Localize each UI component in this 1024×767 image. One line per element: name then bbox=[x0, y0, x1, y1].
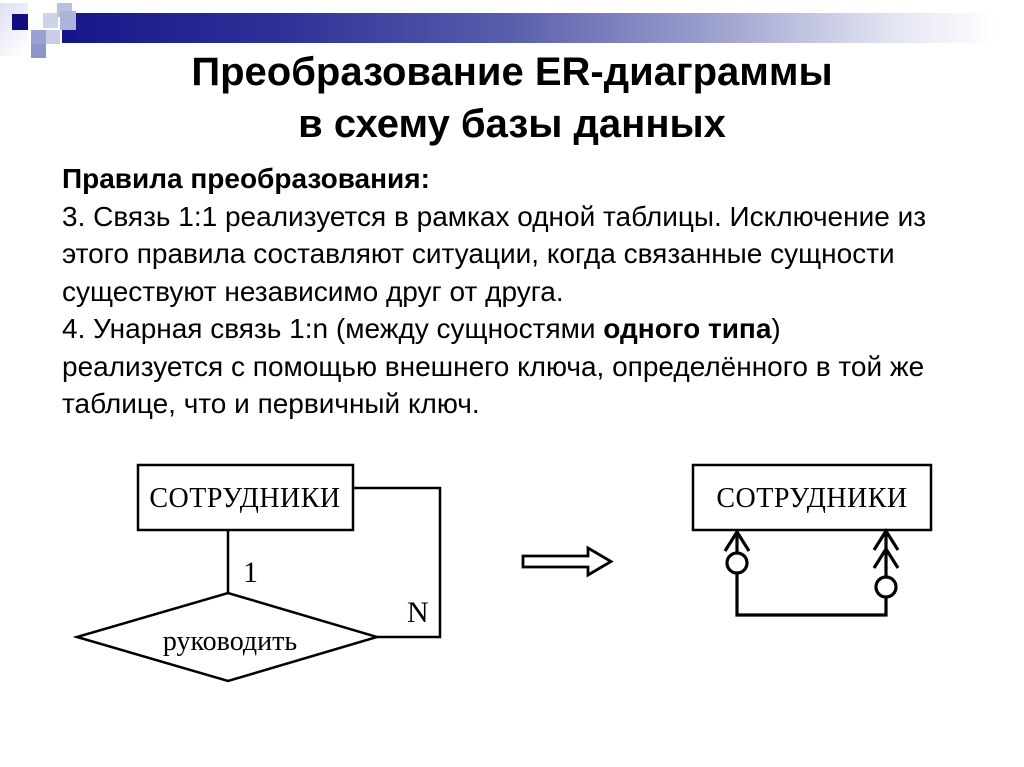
optionality-circle-icon bbox=[725, 551, 749, 575]
rule3-line1: 3. Связь 1:1 реализуется в рамках одной … bbox=[62, 200, 927, 232]
rule4-line3: таблице, что и первичный ключ. bbox=[62, 388, 480, 419]
er-relationship-diamond bbox=[72, 591, 382, 683]
er-entity-label: СОТРУДНИКИ bbox=[149, 483, 340, 514]
rule4-line2: реализуется с помощью внешнего ключа, оп… bbox=[62, 350, 925, 382]
slide-title-line2: в схему базы данных bbox=[298, 102, 726, 146]
schema-diagram: СОТРУДНИКИ bbox=[691, 463, 933, 617]
arrowhead-up-icon bbox=[723, 529, 751, 552]
double-arrowhead-up-icon-1 bbox=[872, 528, 900, 551]
double-arrowhead-up-icon-2 bbox=[872, 546, 900, 569]
transform-arrow-icon bbox=[521, 545, 614, 578]
rule3-line2: этого правила составляют ситуации, когда… bbox=[62, 238, 895, 269]
decor-square-lavender bbox=[43, 13, 58, 28]
decor-square-slate bbox=[60, 11, 76, 30]
decor-square-lavender-b bbox=[46, 30, 60, 44]
er-entity-box bbox=[136, 463, 355, 532]
rules-text: Правила преобразования: 3. Связь 1:1 реа… bbox=[62, 160, 962, 423]
rule4-suffix: ) bbox=[771, 313, 781, 344]
decor-square-medium-a bbox=[31, 30, 46, 44]
rule4-line1: 4. Унарная связь 1:n (между сущностями о… bbox=[62, 310, 962, 348]
rule4-prefix: 4. Унарная связь 1:n (между сущностями bbox=[62, 313, 604, 344]
decor-square-navy bbox=[12, 14, 28, 30]
schema-self-reference-line bbox=[735, 573, 888, 617]
rules-heading: Правила преобразования: bbox=[62, 163, 430, 194]
header-gradient-bar bbox=[76, 13, 1024, 43]
er-cardinality-one-label: 1 bbox=[243, 556, 258, 589]
decor-square-medium-b bbox=[31, 44, 46, 58]
er-cardinality-many-label: N bbox=[407, 596, 429, 629]
er-unary-connector-line bbox=[353, 486, 442, 639]
decor-square-navy-step bbox=[62, 30, 76, 43]
rule3-line3: существуют независимо друг от друга. bbox=[62, 275, 564, 307]
slide-title: Преобразование ER-диаграммы в схему базы… bbox=[0, 46, 1024, 150]
schema-entity-box bbox=[691, 463, 933, 532]
optionality-circle-icon-2 bbox=[874, 575, 898, 599]
er-relation-label: руководить bbox=[163, 626, 297, 657]
er-diagram: СОТРУДНИКИ руководить 1 N bbox=[72, 463, 442, 683]
slide-title-line1: Преобразование ER-диаграммы bbox=[191, 50, 833, 94]
rule4-bold-phrase: одного типа bbox=[603, 313, 772, 344]
er-transformation-diagram: СОТРУДНИКИ руководить 1 N СОТРУДНИКИ bbox=[72, 463, 933, 683]
schema-entity-label: СОТРУДНИКИ bbox=[716, 483, 907, 514]
